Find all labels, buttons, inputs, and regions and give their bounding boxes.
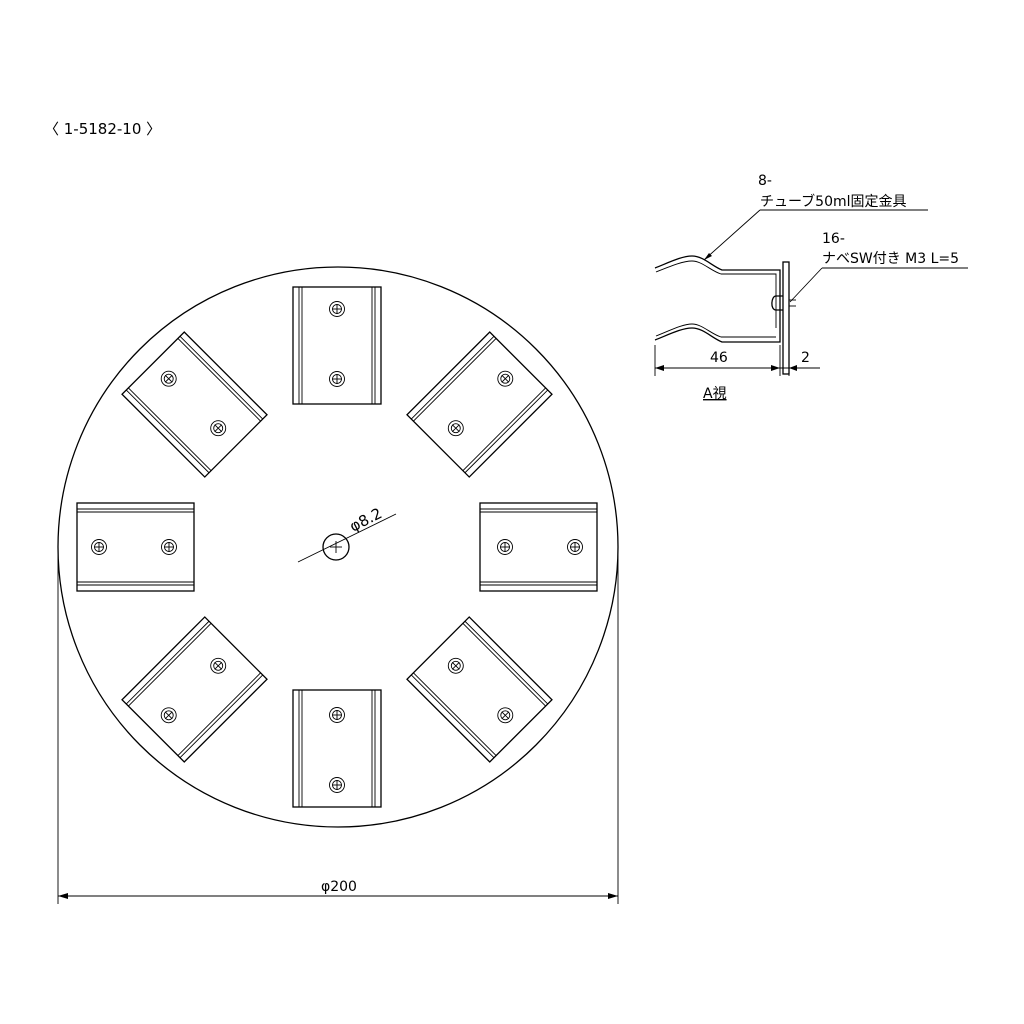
diameter-label: φ200 (321, 879, 357, 895)
screw-icon (567, 539, 583, 555)
screw-head (771, 295, 796, 311)
screw-icon (497, 370, 514, 387)
screw-icon (447, 420, 464, 437)
screw-icon (210, 420, 227, 437)
screw-icon (329, 301, 345, 317)
clip-profile-bottom-inner (655, 323, 776, 338)
part-number: 〈 1-5182-10 〉 (44, 120, 161, 138)
bracket-name: チューブ50ml固定金具 (760, 193, 907, 210)
clip-depth-dim: 46 (710, 350, 728, 366)
plan-view: φ8.2 φ200 (57, 266, 619, 904)
clip-profile-bottom (654, 327, 781, 343)
clip-profile-top (654, 255, 781, 332)
screw-icon (210, 657, 227, 674)
screw-icon (329, 371, 345, 387)
bracket-group (76, 286, 598, 808)
screw-icon (160, 707, 177, 724)
base-plate-section (782, 261, 790, 375)
clip-profile-top-inner (655, 260, 777, 328)
plate-thickness-dim: 2 (801, 350, 810, 366)
tube-bracket (121, 331, 268, 478)
screw-spec: ナベSW付き M3 L=5 (822, 251, 959, 267)
screw-icon (329, 707, 345, 723)
view-a-detail: 8- チューブ50ml固定金具 16- ナベSW付き M3 L=5 46 2 A… (654, 173, 968, 402)
tube-bracket (406, 616, 553, 763)
screw-icon (161, 539, 177, 555)
tube-bracket (479, 502, 598, 592)
center-hole-leader (297, 513, 397, 563)
view-a-label: A視 (703, 386, 727, 402)
screw-icon (329, 777, 345, 793)
screw-icon (91, 539, 107, 555)
tube-bracket (76, 502, 195, 592)
bracket-qty: 8- (758, 173, 772, 189)
center-hole: φ8.2 (297, 504, 397, 563)
screw-icon (160, 370, 177, 387)
tube-bracket (292, 689, 382, 808)
screw-icon (447, 657, 464, 674)
tube-bracket (121, 616, 268, 763)
screw-leader (789, 267, 823, 303)
screw-qty: 16- (822, 231, 845, 247)
diameter-dimension: φ200 (57, 547, 619, 904)
screw-icon (497, 707, 514, 724)
tube-bracket (292, 286, 382, 405)
screw-icon (497, 539, 513, 555)
center-hole-dim: φ8.2 (347, 504, 385, 535)
tube-bracket (406, 331, 553, 478)
bracket-leader (703, 209, 761, 261)
